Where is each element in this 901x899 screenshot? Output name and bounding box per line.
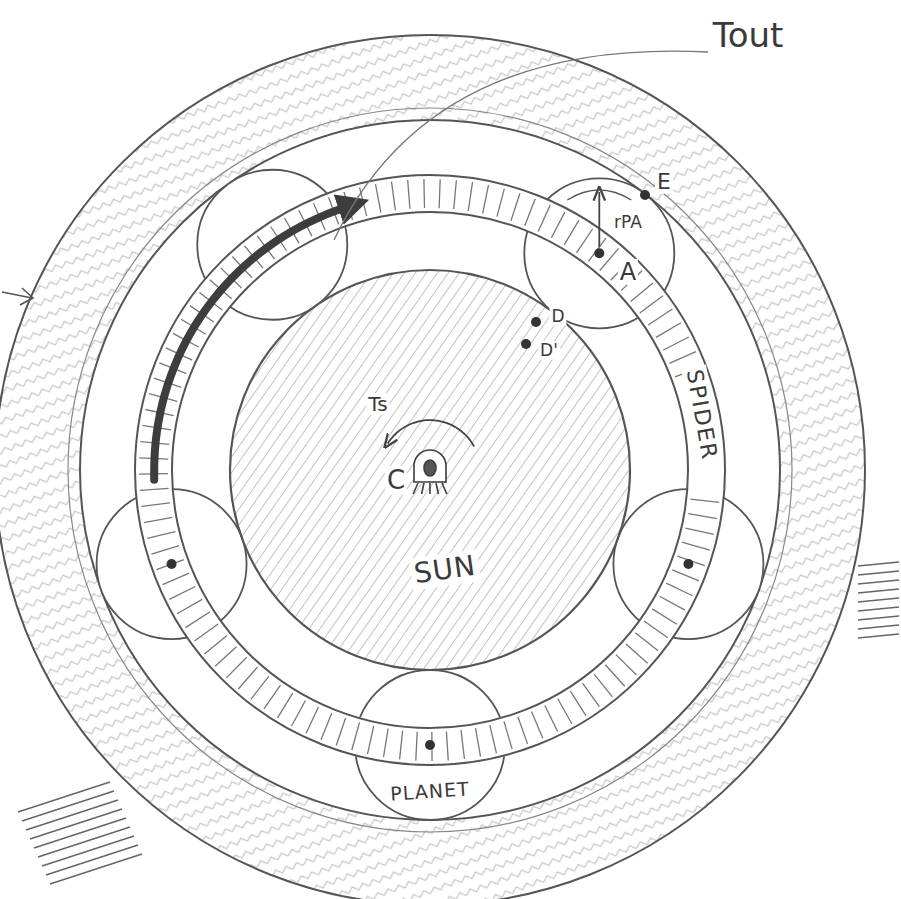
point-dot [521,339,531,349]
point-label: A [618,259,638,285]
point-label: E [655,170,673,194]
spider-band [135,175,725,765]
radius-arrow [598,192,600,247]
point-label: D [549,307,566,326]
point-label: Ts [366,393,389,415]
planet-label: PLANET [387,778,474,806]
sun-gear [230,270,630,670]
point-dot [425,740,435,750]
ring-gear-inner-line [68,108,792,832]
leader-line [334,51,708,240]
point-label: C [385,466,407,495]
point-dot [683,559,693,569]
input-arrow [2,288,33,305]
point-label: D' [538,341,560,360]
point-dot [640,190,650,200]
rotation-arrow [154,205,354,480]
point-dot [167,559,177,569]
ring-gear [0,35,865,899]
spider-ticks [139,179,719,761]
shaft-symbol [413,450,447,494]
torque-arrow [388,420,475,446]
point-dot [594,248,604,258]
point-dot [531,317,541,327]
point-label: Tout [711,17,786,54]
point-label: rPA [612,213,644,232]
planet-arc [567,190,631,200]
planet-gear [355,670,505,820]
